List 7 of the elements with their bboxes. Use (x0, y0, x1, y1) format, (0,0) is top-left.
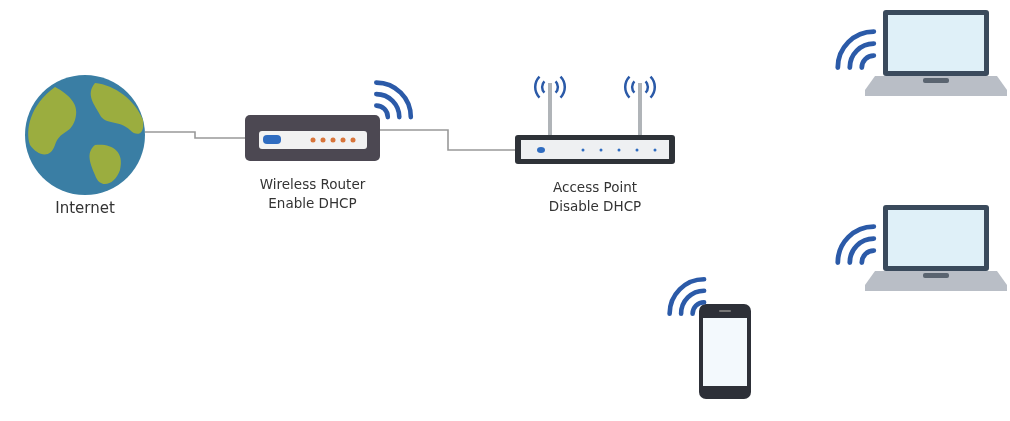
cable-line (379, 129, 516, 151)
node-label: Disable DHCP (548, 197, 642, 216)
node-label: Enable DHCP (268, 194, 357, 213)
node-label: Wireless Router (259, 175, 366, 194)
node-label: Access Point (553, 178, 637, 197)
node-label: Internet (55, 199, 115, 218)
cable-line (144, 131, 246, 139)
